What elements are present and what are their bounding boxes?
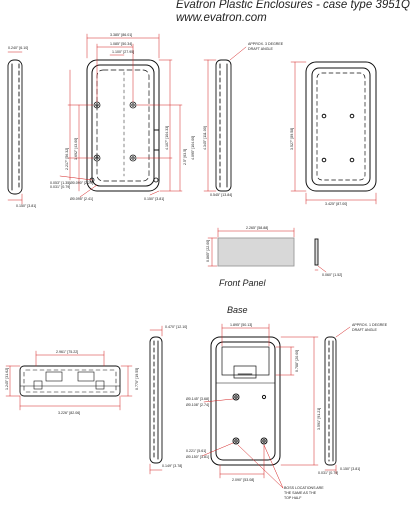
front-panel-label: Front Panel bbox=[219, 278, 266, 288]
dim-base-d1: 0.221" [5.61] bbox=[186, 449, 206, 453]
dim-base-plate-h: 3.591" [91.21] bbox=[317, 408, 321, 430]
dim-base-bot-w: 2.090" [53.08] bbox=[232, 478, 254, 482]
dim-base-mid: 0.788" [20.00] bbox=[295, 350, 299, 372]
dim-right-d2: 2.5" [63.5] bbox=[183, 149, 187, 165]
dim-top-inner-h: 4.345" [111.00] bbox=[203, 126, 207, 150]
lid-outline bbox=[86, 59, 160, 192]
dim-base-plate-w: 1.895" [50.13] bbox=[230, 323, 252, 327]
dim-top-side: 0.240" [6.10] bbox=[8, 46, 28, 50]
page-url: www.evatron.com bbox=[176, 12, 267, 24]
dim-outer-w: 3.425" [87.00] bbox=[325, 202, 347, 206]
top-side-dims bbox=[7, 51, 23, 205]
base-end-view bbox=[19, 365, 121, 397]
dim-top-side-h: 0.150" [3.81] bbox=[16, 204, 36, 208]
dim-corner-r: 0.545" [13.84] bbox=[210, 193, 232, 197]
dim-hole-top: Ø0.090" [2.29] bbox=[70, 181, 93, 185]
dim-base-w: 2.961" [75.22] bbox=[56, 350, 78, 354]
dim-top-height: 4.095" [104.00] bbox=[191, 136, 195, 160]
dim-panel-h: 0.865" [22.00] bbox=[206, 240, 210, 262]
lid-side-dims bbox=[203, 46, 247, 192]
dim-left-d2: 1.692" [43.00] bbox=[74, 138, 78, 160]
dim-base-hole1: Ø0.145" [3.68] bbox=[186, 397, 209, 401]
base-outline bbox=[210, 336, 281, 466]
dim-top-inner: 1.085" [50.34] bbox=[110, 42, 132, 46]
note-boss-3: TOP HALF bbox=[284, 496, 302, 500]
front-panel-dims bbox=[207, 227, 327, 273]
inner-view bbox=[305, 61, 377, 192]
base-dims bbox=[201, 323, 351, 489]
dim-base-foot: 3.226" [82.06] bbox=[58, 411, 80, 415]
dim-base-hole2: Ø0.108" [2.74] bbox=[186, 403, 209, 407]
lid-dims bbox=[59, 33, 183, 198]
note-boss-2: THE SAME AS THE bbox=[284, 491, 317, 495]
base-side-profile bbox=[149, 336, 163, 464]
dim-panel-w: 2.265" [58.88] bbox=[246, 226, 268, 230]
dim-base-bot-y: 0.150" [3.81] bbox=[340, 467, 360, 471]
base-side-dims bbox=[149, 325, 163, 475]
dim-base-bot-x: 0.031" [0.79] bbox=[318, 471, 338, 475]
dim-outer-h: 3.527" [89.58] bbox=[290, 128, 294, 150]
note-draft-base-1: APPROX. 1 DEGREE bbox=[352, 323, 388, 327]
note-draft-top-2: DRAFT ANGLE bbox=[248, 47, 273, 51]
dim-hole-bot: Ø0.095" [2.41] bbox=[70, 197, 93, 201]
dim-top-boss: 1.100" [27.95] bbox=[112, 50, 134, 54]
page-title: Evatron Plastic Enclosures - case type 3… bbox=[176, 0, 410, 11]
dim-screw2: 0.031" [0.79] bbox=[50, 185, 70, 189]
lid-side-profile bbox=[215, 59, 232, 192]
base-right-profile bbox=[324, 336, 337, 466]
base-label: Base bbox=[227, 305, 248, 315]
note-draft-top-1: APPROX. 3 DEGREE bbox=[248, 42, 284, 46]
dim-screw1: 0.053" [1.35] bbox=[50, 181, 70, 185]
inner-view-dims bbox=[290, 61, 377, 205]
dim-panel-t: 0.060" [1.52] bbox=[322, 273, 342, 277]
top-side-profile bbox=[7, 59, 23, 195]
base-end-dims bbox=[5, 350, 133, 411]
dim-base-d3: Ø0.150" [3.81] bbox=[186, 455, 209, 459]
note-draft-base-2: DRAFT ANGLE bbox=[352, 328, 377, 332]
dim-base-bot-l: 0.149" [3.78] bbox=[162, 464, 182, 468]
front-panel-shape bbox=[217, 237, 319, 267]
dim-right-d1: 4.107" [104.33] bbox=[165, 126, 169, 150]
dim-base-top: 0.470" [12.10] bbox=[165, 325, 187, 329]
note-boss-1: BOSS LOCATIONS ARE bbox=[284, 486, 324, 490]
dim-left-d1: 2.217" [56.32] bbox=[65, 148, 69, 170]
dim-top-width: 3.385" [86.01] bbox=[110, 33, 132, 37]
dim-corner-l: 0.150" [3.81] bbox=[144, 197, 164, 201]
dim-base-side: 0.770" [19.55] bbox=[135, 368, 139, 390]
dim-base-inner-h: 1.245" [31.62] bbox=[5, 368, 9, 390]
